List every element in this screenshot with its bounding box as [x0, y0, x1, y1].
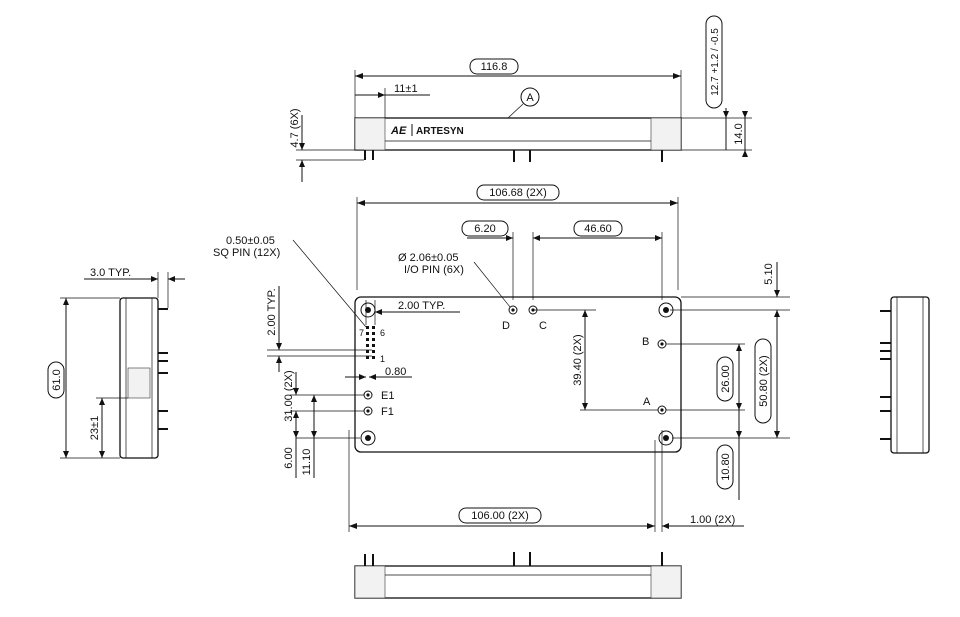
dim-pin-offset: 11±1	[394, 83, 418, 95]
io-pin-d	[508, 305, 518, 315]
io-pin-a	[657, 405, 667, 415]
pin-label-b: B	[642, 336, 649, 348]
front-view-body	[354, 565, 682, 599]
top-view: AE ARTESYN 116.8 11±1 A 4.7 (6X)	[289, 15, 752, 182]
top-view-right-end	[650, 117, 682, 151]
right-side-body	[890, 296, 930, 454]
square-pin-array	[366, 326, 375, 359]
dim-0-80: 0.80	[385, 366, 406, 378]
side-label-patch	[127, 367, 151, 399]
dim-overall-height: 12.7 +1.2 / -0.5	[710, 28, 721, 96]
dim-pin-pitch: 2.00 TYP.	[398, 300, 445, 312]
left-side-view: 3.0 TYP. 61.0 23±1	[47, 267, 185, 459]
dim-pin-pitch-vertical: 2.00 TYP.	[266, 288, 278, 335]
sq-pin-spec: 0.50±0.05	[226, 235, 275, 247]
dim-50-80: 50.80 (2X)	[758, 355, 770, 406]
dim-oval-vertical	[705, 15, 723, 109]
dim-39-40: 39.40 (2X)	[572, 334, 584, 385]
dim-6-20: 6.20	[474, 223, 495, 235]
dim-46-60: 46.60	[584, 223, 612, 235]
pin-label-1: 1	[380, 354, 385, 364]
dim-11-10: 11.10	[301, 449, 313, 476]
top-pin	[513, 150, 515, 162]
pin-label-7: 7	[359, 328, 364, 338]
dim-oval	[469, 58, 519, 75]
pin-label-a: A	[643, 396, 651, 408]
dim-10-80: 10.80	[720, 453, 732, 481]
dim-edge-offset: 1.00 (2X)	[690, 514, 735, 526]
dim-base-width: 106.00 (2X)	[471, 510, 528, 522]
dim-side-pin-offset: 23±1	[89, 416, 101, 440]
dim-side-height: 61.0	[51, 369, 63, 390]
pin-label-6: 6	[380, 328, 385, 338]
dim-body-height: 14.0	[733, 123, 745, 144]
io-pin-f1	[363, 406, 373, 416]
dim-26-00: 26.00	[720, 365, 732, 393]
top-view-body	[354, 117, 682, 151]
top-pin	[364, 150, 366, 160]
io-pin-e1	[363, 390, 373, 400]
label-marker-circle	[520, 87, 540, 107]
top-pin	[372, 150, 374, 160]
brand-name: ARTESYN	[416, 126, 464, 137]
top-view-left-end	[354, 117, 386, 151]
io-pin-b	[657, 339, 667, 349]
dim-pitch-width: 106.68 (2X)	[489, 187, 546, 199]
top-pin	[529, 150, 531, 162]
pin-label-d: D	[502, 320, 510, 332]
io-pin-spec: Ø 2.06±0.05	[398, 252, 458, 264]
pin-label-e1: E1	[381, 390, 394, 402]
pin-label-c: C	[539, 320, 547, 332]
mounting-post-tl	[360, 302, 376, 318]
dim-6-00: 6.00	[283, 447, 295, 468]
brand-logo-mark: AE	[390, 125, 407, 137]
right-side-view	[880, 296, 930, 454]
bottom-view-body	[354, 296, 682, 453]
pin-label-f1: F1	[381, 406, 394, 418]
dim-overall-length: 116.8	[481, 61, 508, 73]
mounting-post-br	[658, 430, 674, 446]
dim-pin-length: 4.7 (6X)	[289, 108, 301, 147]
sq-pin-count: SQ PIN (12X)	[213, 247, 280, 259]
top-pin	[661, 150, 663, 162]
dim-flange: 3.0 TYP.	[90, 267, 131, 279]
dim-31-00: 31.00 (2X)	[283, 370, 295, 421]
bottom-view: 6 7 1 D C B A E1 F1 106.68 (2X) 6.20	[213, 184, 790, 532]
front-view	[354, 552, 682, 599]
dim-5-10: 5.10	[763, 263, 775, 284]
label-marker: A	[526, 92, 534, 104]
io-pin-count: I/O PIN (6X)	[404, 264, 464, 276]
mounting-post-bl	[360, 430, 376, 446]
io-pin-c	[528, 305, 538, 315]
